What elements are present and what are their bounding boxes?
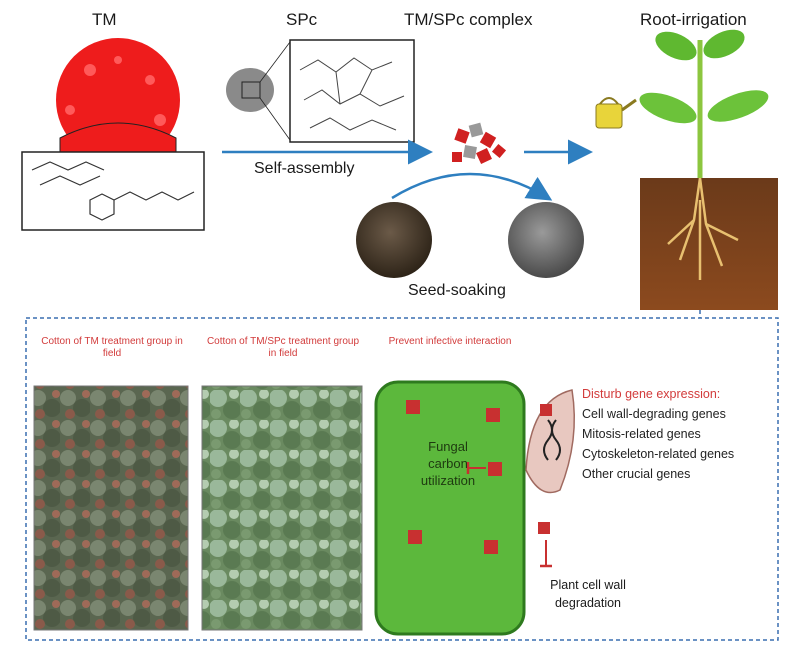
field-photo-tm	[33, 385, 189, 631]
tm-structure-box	[21, 151, 205, 231]
gene-item: Mitosis-related genes	[582, 427, 701, 441]
gene-item: Cell wall-degrading genes	[582, 407, 726, 421]
photo-tm-caption: Cotton of TM treatment group in field	[41, 336, 183, 359]
seed-soaking-label: Seed-soaking	[408, 282, 506, 299]
complex-label: TM/SPc complex	[404, 10, 533, 29]
spc-structure-box	[289, 39, 415, 143]
fungal-cell	[374, 380, 526, 636]
complex-cluster	[452, 122, 507, 164]
gene-item: Cytoskeleton-related genes	[582, 447, 735, 461]
spc-label: SPc	[286, 10, 318, 29]
gene-item: Other crucial genes	[582, 467, 691, 481]
tm-label: TM	[92, 10, 117, 29]
self-assembly-label: Self-assembly	[254, 160, 355, 177]
root-irrigation-label: Root-irrigation	[640, 10, 747, 29]
prevent-caption: Prevent infective interaction	[388, 336, 512, 347]
plant-illustration	[639, 29, 778, 310]
field-photo-tm-spc	[201, 385, 363, 631]
tm-molecule	[56, 38, 180, 162]
disturb-gene-title: Disturb gene expression:	[582, 387, 721, 401]
plant-wall-label: Plant cell wall degradation	[550, 578, 626, 610]
spc-polymer	[226, 41, 291, 141]
fungal-carbon-label: Fungal carbon utilization	[420, 439, 476, 488]
photo-tm-spc-caption: Cotton of TM/SPc treatment group in fiel…	[206, 336, 360, 359]
pathogen-body	[525, 389, 576, 568]
untreated-seed	[356, 202, 432, 278]
watering-can-icon	[595, 97, 637, 129]
seed-soaking-arrow	[391, 172, 553, 201]
treated-seed	[508, 202, 584, 278]
bottom-dashed-panel	[25, 317, 779, 641]
